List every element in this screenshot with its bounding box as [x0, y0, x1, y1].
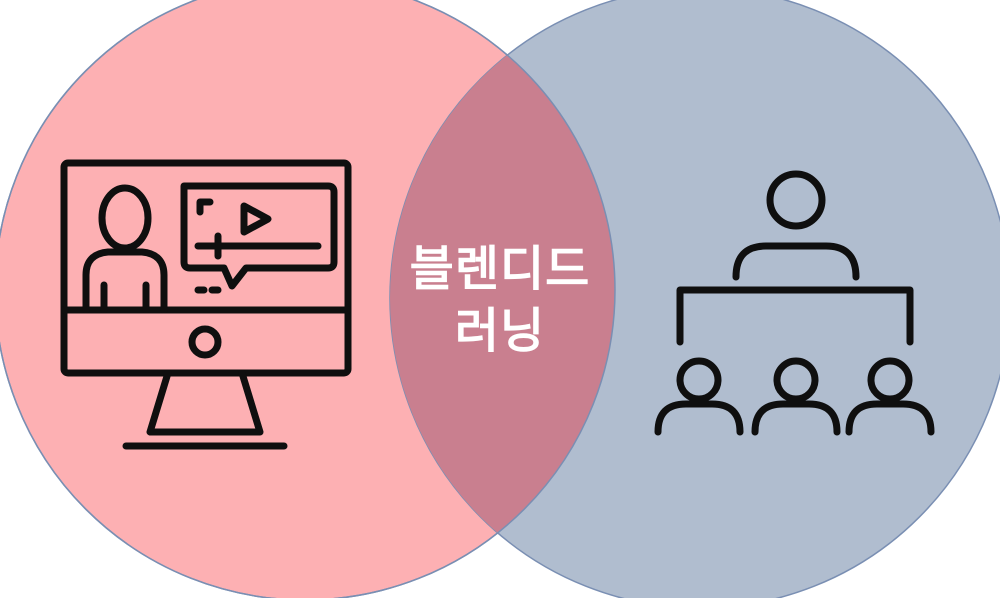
overlap-label: 블렌디드 러닝 — [380, 238, 620, 362]
overlap-label-line2: 러닝 — [454, 303, 546, 359]
overlap-label-line1: 블렌디드 — [409, 241, 591, 297]
overlap-region — [390, 0, 615, 600]
classroom-group-presentation-icon — [654, 170, 935, 436]
online-video-lecture-monitor-icon — [60, 159, 352, 450]
